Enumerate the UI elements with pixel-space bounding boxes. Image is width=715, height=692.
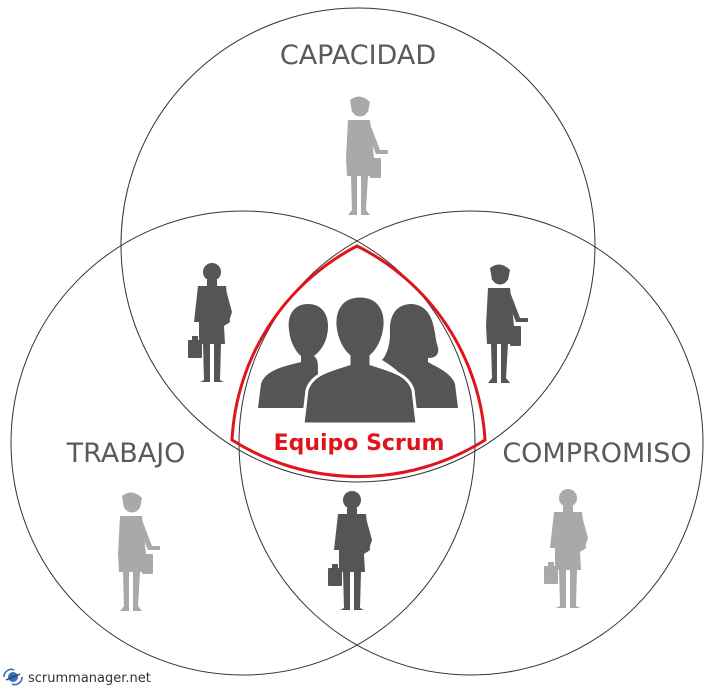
scrum-team-region	[230, 244, 487, 478]
compromiso-label: COMPROMISO	[502, 438, 691, 469]
team-silhouette-icon	[258, 294, 458, 426]
businesswoman-icon	[346, 96, 388, 215]
businesswoman-icon	[486, 264, 528, 383]
trabajo-circle	[10, 210, 476, 676]
footer-site: scrummanager.net	[28, 671, 151, 686]
businessman-icon	[328, 491, 372, 610]
trabajo-label: TRABAJO	[66, 438, 186, 469]
capacidad-circle	[120, 7, 596, 483]
scrum-logo-icon	[3, 668, 23, 686]
businessman-icon	[188, 263, 232, 382]
capacidad-label: CAPACIDAD	[280, 40, 436, 71]
businesswoman-icon	[118, 492, 160, 611]
equipo-scrum-label: Equipo Scrum	[274, 431, 445, 456]
businessman-icon	[544, 489, 588, 608]
